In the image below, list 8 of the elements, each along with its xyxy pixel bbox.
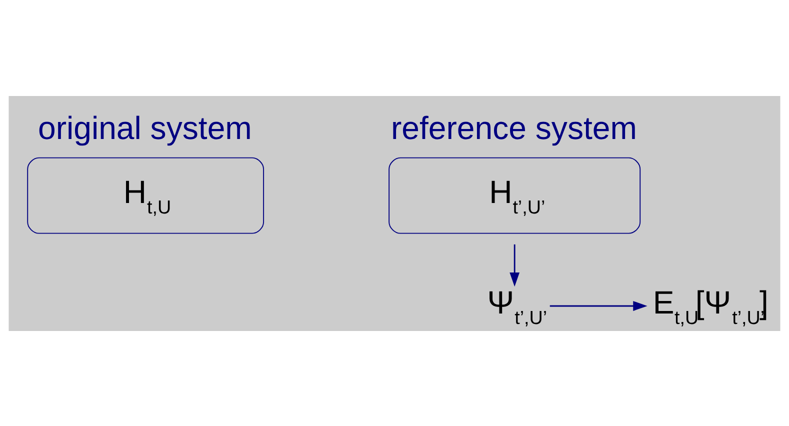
node-label: original system (38, 110, 252, 146)
node-text: Ψ$_{t’,U’}$ (487, 284, 548, 328)
node-box: H$_{t,U}$ (27, 156, 264, 234)
arrow (550, 300, 648, 310)
node-box: H$_{t’,U’}$ (388, 156, 641, 234)
node-text: E$_{t,U}$[Ψ$_{t’,U’}$] (652, 284, 768, 328)
node-label: reference system (390, 110, 637, 146)
arrow (510, 244, 520, 286)
